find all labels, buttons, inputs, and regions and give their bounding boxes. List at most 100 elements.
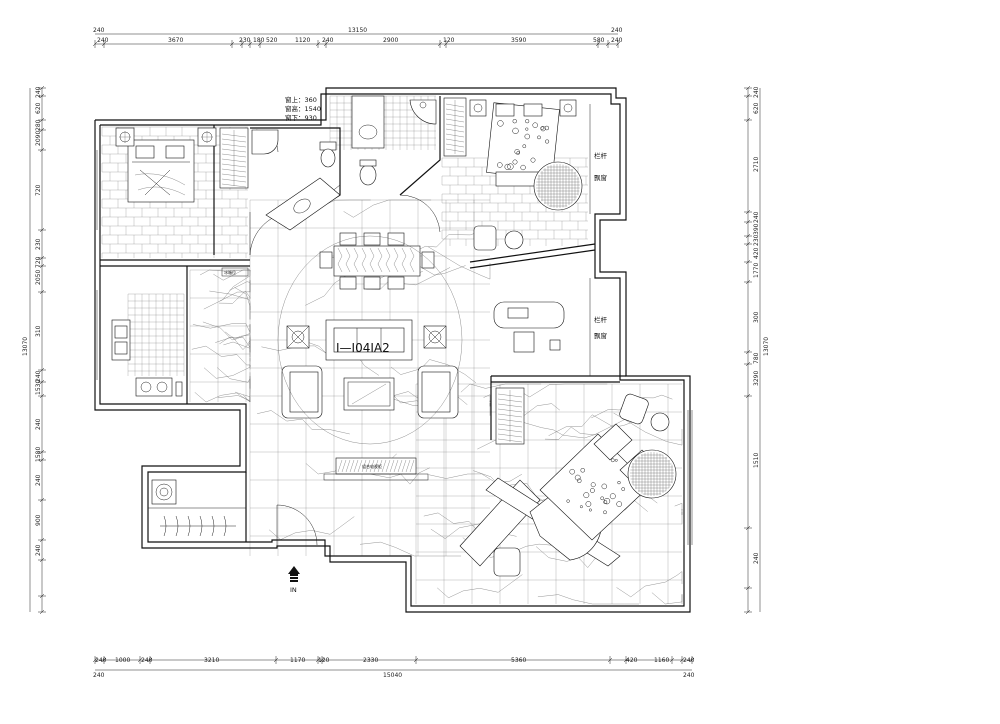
dim-label: 240 <box>753 86 760 98</box>
balcony-study <box>687 410 693 545</box>
fridge-label: 冰箱位 <box>224 269 236 275</box>
tile-pattern-kitchen <box>127 293 185 376</box>
entry-arrow: IN <box>288 566 300 594</box>
right-total: 13070 <box>763 337 770 356</box>
tv-cabinet: 组合电视柜 <box>323 457 429 481</box>
round-rug-study <box>627 449 677 499</box>
exterior-walls <box>94 87 691 613</box>
desk-top-right <box>493 301 565 353</box>
bot-seg-9: 420 <box>626 657 638 664</box>
dim-label: 230 <box>753 234 760 246</box>
dim-label: 240 <box>35 474 42 486</box>
room-tag: I—I04IA2 <box>336 341 390 355</box>
top-seg-10: 3590 <box>511 37 526 44</box>
top-dimension-chain: 240 3670 230 180 520 1120 240 2900 120 3… <box>92 27 623 48</box>
dim-label: 300 <box>753 311 760 323</box>
window-note: 窗上：360 窗高：1540 窗下：930 <box>285 95 321 122</box>
nightstand-left-b <box>197 127 217 147</box>
bot-seg-3: 240 <box>141 657 153 664</box>
top-seg-5: 520 <box>266 37 278 44</box>
chair-study-top <box>619 393 670 432</box>
top-right-tag: 240 <box>611 27 623 34</box>
dim-label: 240 <box>35 370 42 382</box>
dim-label: 3290 <box>753 371 760 386</box>
bot-left-tag: 240 <box>93 672 105 679</box>
double-bed-left <box>127 139 195 203</box>
railing-label-1: 栏杆 <box>594 151 608 160</box>
dim-label: 240 <box>35 86 42 98</box>
dim-label: 280 <box>35 119 42 131</box>
armchair-living-left <box>281 365 323 419</box>
bot-seg-10: 1160 <box>654 657 669 664</box>
window-note-line3: 窗下：930 <box>285 113 317 122</box>
armchair-living-right <box>417 365 459 419</box>
dim-label: 420 <box>753 247 760 259</box>
armchair-right <box>473 225 524 251</box>
nightstand-left-a <box>115 127 135 147</box>
bot-seg-7: 2330 <box>363 657 378 664</box>
kitchen-counter <box>111 319 183 397</box>
top-seg-7: 240 <box>322 37 334 44</box>
dim-label: 620 <box>753 102 760 114</box>
washing-machine <box>151 479 177 505</box>
tv-cabinet-label: 组合电视柜 <box>362 463 382 469</box>
round-rug-right <box>533 161 583 211</box>
bookshelf-study <box>495 387 525 445</box>
window-note-line1: 窗上：360 <box>285 95 317 104</box>
top-seg-8: 2900 <box>383 37 398 44</box>
wardrobe-right <box>443 97 467 157</box>
top-seg-6: 1120 <box>295 37 310 44</box>
right-dimension-chain: 2406202710240390230420177030078032901510… <box>744 85 770 615</box>
left-total: 13070 <box>22 337 29 356</box>
dim-label: 2090 <box>35 131 42 146</box>
bay-window-label-2: 飘窗 <box>594 331 607 340</box>
toilet <box>319 141 337 168</box>
nightstand-right-a <box>469 99 487 117</box>
bot-seg-6: 120 <box>318 657 330 664</box>
living-rug-outline <box>277 235 463 445</box>
dim-label: 620 <box>35 102 42 114</box>
top-seg-11: 580 <box>593 37 605 44</box>
bot-seg-8: 5360 <box>511 657 526 664</box>
dim-label: 240 <box>753 552 760 564</box>
railing-label-2: 栏杆 <box>594 315 608 324</box>
bot-seg-11: 240 <box>683 657 695 664</box>
bottom-dimension-chain: 240 1000 240 3210 1170 120 2330 5360 420… <box>92 656 695 679</box>
wardrobe-left <box>219 127 249 189</box>
top-seg-3: 230 <box>239 37 251 44</box>
bot-seg-2: 1000 <box>115 657 130 664</box>
window-note-line2: 窗高：1540 <box>285 104 321 113</box>
side-table-left <box>286 325 310 349</box>
bottom-total: 15040 <box>383 672 402 679</box>
dim-label: 240 <box>753 211 760 223</box>
dim-label: 240 <box>35 418 42 430</box>
top-total: 13150 <box>348 27 367 34</box>
washbasin-counter <box>265 177 341 231</box>
dim-label: 1510 <box>753 453 760 468</box>
dim-label: 780 <box>753 352 760 364</box>
bot-seg-1: 240 <box>95 657 107 664</box>
dim-label: 1770 <box>753 263 760 278</box>
dim-label: 1580 <box>35 447 42 462</box>
top-seg-2: 3670 <box>168 37 183 44</box>
interior-walls <box>96 96 685 545</box>
entry-label: IN <box>290 586 297 594</box>
left-dimension-chain: 2406202802090720230720205031024015302401… <box>22 85 46 615</box>
bot-seg-5: 1170 <box>290 657 305 664</box>
coat-rack <box>160 515 236 537</box>
top-seg-9: 120 <box>443 37 455 44</box>
side-table-right <box>423 325 447 349</box>
dim-label: 240 <box>35 544 42 556</box>
top-seg-12: 240 <box>611 37 623 44</box>
dim-label: 310 <box>35 325 42 337</box>
top-seg-1: 240 <box>97 37 109 44</box>
top-left-tag: 240 <box>93 27 105 34</box>
fridge-note: 冰箱位 <box>221 267 249 277</box>
shower-corner <box>251 129 279 155</box>
dim-label: 2710 <box>753 157 760 172</box>
dim-label: 720 <box>35 256 42 268</box>
sofa-main: I—I04IA2 <box>325 319 413 361</box>
dim-label: 1530 <box>35 380 42 395</box>
dim-label: 230 <box>35 238 42 250</box>
